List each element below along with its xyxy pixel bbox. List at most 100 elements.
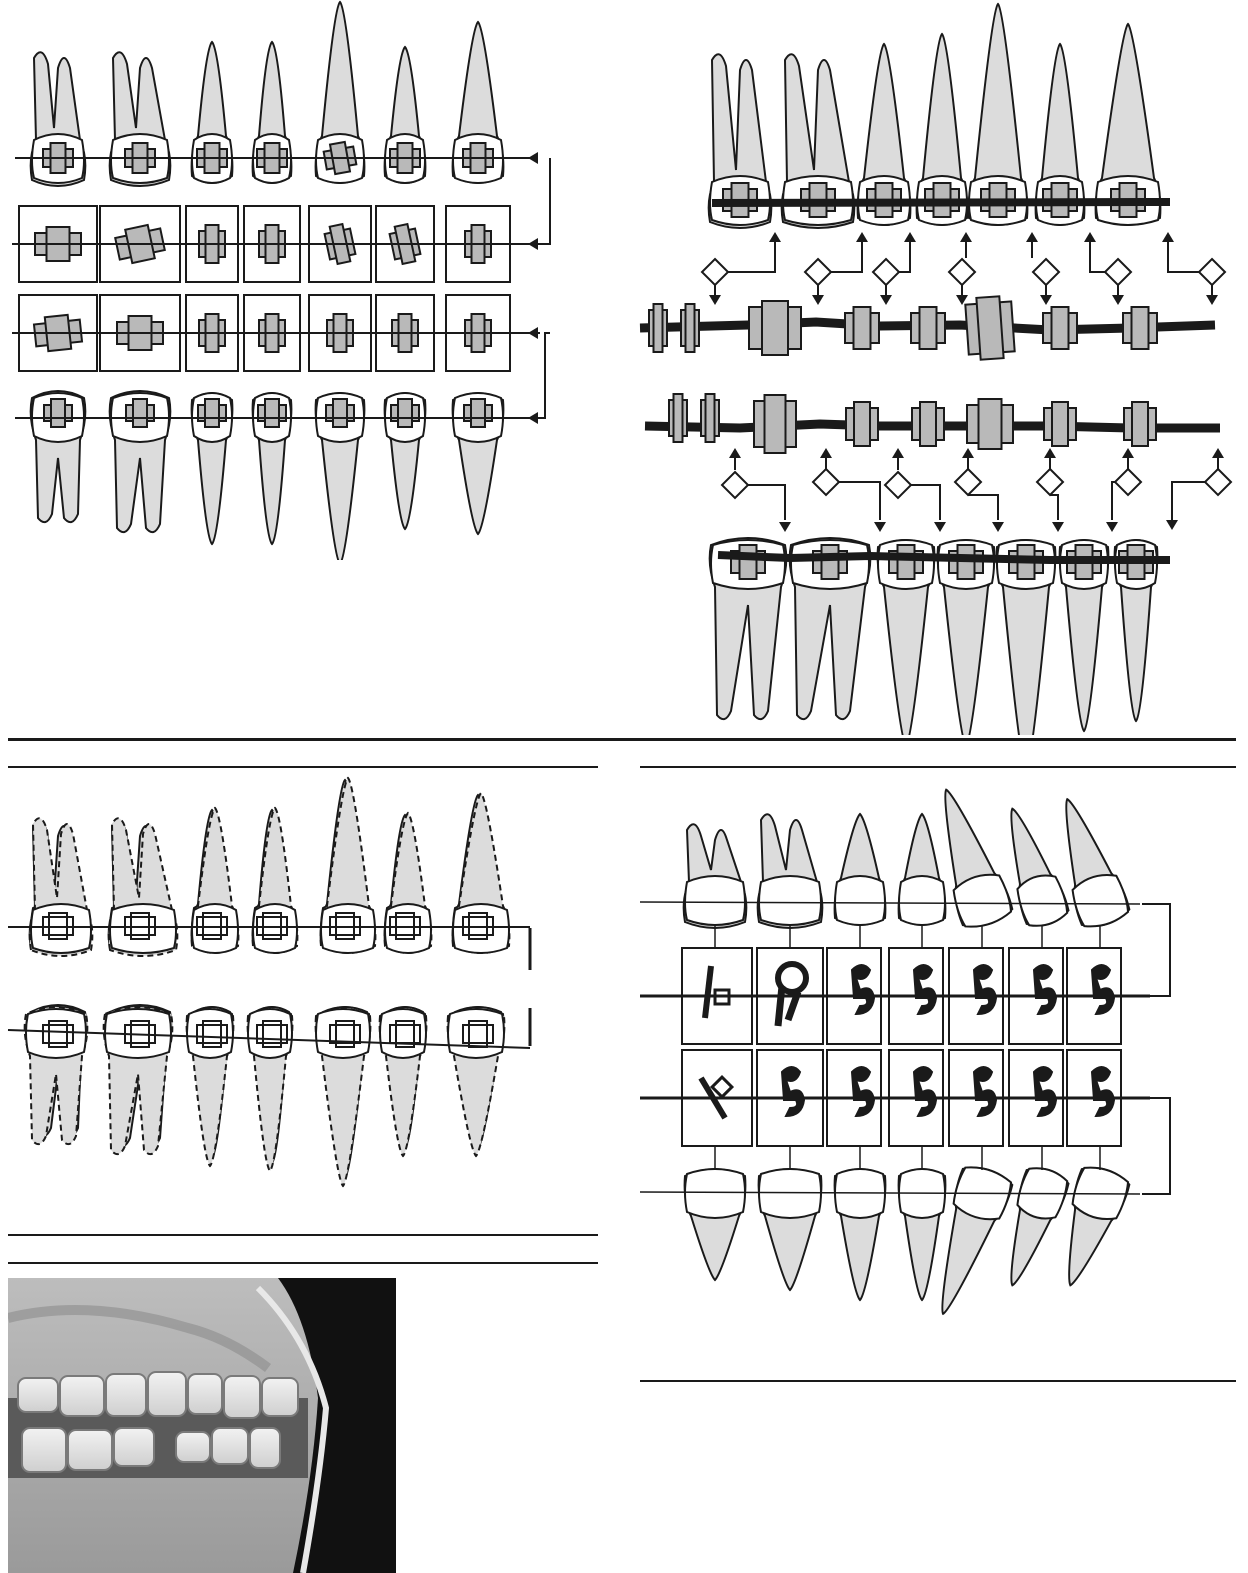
bracket bbox=[846, 402, 878, 446]
bracket bbox=[749, 301, 801, 355]
connector bbox=[530, 333, 550, 418]
bracket-wing bbox=[265, 399, 279, 427]
height-gauge-diamond bbox=[1105, 259, 1131, 285]
arrow-head bbox=[1212, 448, 1224, 458]
bracket-outline bbox=[390, 1025, 420, 1043]
connector bbox=[1142, 1098, 1170, 1194]
connector bbox=[1050, 495, 1058, 520]
bracket-wing bbox=[686, 304, 695, 352]
arrow-head bbox=[528, 412, 538, 424]
arrow-head bbox=[1044, 448, 1056, 458]
bracket bbox=[669, 394, 687, 442]
bracket-wing bbox=[706, 394, 715, 442]
tooth-crown bbox=[759, 1169, 821, 1218]
panel-d-bracket-types bbox=[630, 770, 1248, 1370]
upper-tooth-group bbox=[758, 814, 823, 928]
divider-left-upper bbox=[8, 766, 598, 768]
bracket-box-row bbox=[12, 295, 540, 371]
bracket-wing bbox=[898, 545, 915, 579]
bracket-wing bbox=[854, 402, 870, 446]
arrow-head bbox=[934, 522, 946, 532]
bracket bbox=[701, 394, 719, 442]
arrow-head bbox=[528, 152, 538, 164]
bracket-wing bbox=[854, 307, 871, 349]
height-gauge-diamond bbox=[1199, 259, 1225, 285]
divider-right-lower bbox=[640, 1380, 1236, 1382]
bracket bbox=[889, 545, 923, 579]
arrow-head bbox=[962, 448, 974, 458]
bracket bbox=[845, 307, 879, 349]
bracket-wing bbox=[979, 399, 1002, 449]
bracket bbox=[965, 295, 1015, 360]
bracket-wing bbox=[740, 545, 757, 579]
arrow-head bbox=[992, 522, 1004, 532]
divider-full-width bbox=[8, 738, 1236, 741]
lower-tooth-group bbox=[899, 1169, 946, 1300]
bracket-wing bbox=[398, 399, 412, 427]
connector bbox=[1112, 482, 1115, 520]
arrow-head bbox=[1122, 448, 1134, 458]
photo-upper-tooth bbox=[60, 1376, 104, 1416]
bracket bbox=[681, 304, 699, 352]
upper-tooth-group bbox=[899, 814, 946, 925]
panel-a-bracket-placement bbox=[0, 0, 600, 720]
bracket bbox=[1044, 402, 1076, 446]
arrow-head bbox=[769, 232, 781, 242]
lower-tooth-group bbox=[835, 1169, 886, 1300]
bracket-wing bbox=[920, 402, 936, 446]
height-gauge-diamond bbox=[813, 469, 839, 495]
bracket-wing bbox=[822, 545, 839, 579]
lower-tooth-group bbox=[685, 1169, 746, 1280]
bracket-outline bbox=[43, 1025, 73, 1043]
height-gauge-diamond bbox=[1205, 469, 1231, 495]
divider-left-lower-1 bbox=[8, 1234, 598, 1236]
height-gauge-diamond bbox=[722, 472, 748, 498]
photo-lower-tooth bbox=[176, 1432, 210, 1462]
photo-lower-tooth bbox=[212, 1428, 248, 1464]
photo-upper-tooth bbox=[224, 1376, 260, 1418]
archwire-upper bbox=[712, 202, 1170, 203]
panel-c-diagram bbox=[0, 770, 600, 1230]
divider-right-upper bbox=[640, 766, 1236, 768]
height-gauge-diamond bbox=[949, 259, 975, 285]
bracket-box-row bbox=[12, 206, 540, 282]
photo-upper-tooth bbox=[18, 1378, 58, 1412]
panel-b-diagram bbox=[630, 0, 1240, 735]
bracket-wing bbox=[765, 395, 786, 453]
bracket-outline bbox=[197, 1025, 227, 1043]
photo-upper-tooth bbox=[188, 1374, 222, 1414]
upper-tooth-group bbox=[684, 824, 747, 928]
bracket bbox=[967, 399, 1013, 449]
divider-left-lower-2 bbox=[8, 1262, 598, 1264]
bracket-wing bbox=[1132, 402, 1148, 446]
bracket bbox=[731, 545, 765, 579]
height-gauge-diamond bbox=[702, 259, 728, 285]
bracket bbox=[1124, 402, 1156, 446]
arrow-head bbox=[1052, 522, 1064, 532]
photo-lower-tooth bbox=[114, 1428, 154, 1466]
bracket bbox=[754, 395, 796, 453]
bracket-wing bbox=[51, 399, 65, 427]
connector bbox=[728, 236, 775, 272]
height-gauge-diamond bbox=[873, 259, 899, 285]
tooth-crown bbox=[685, 876, 745, 925]
photo-lower-tooth bbox=[68, 1430, 112, 1470]
panel-d-diagram bbox=[630, 770, 1240, 1370]
bracket-wing bbox=[1052, 402, 1068, 446]
photo-lower-tooth bbox=[250, 1428, 280, 1468]
bracket-type-row bbox=[640, 948, 1150, 1044]
connector bbox=[911, 485, 940, 520]
bracket-wing bbox=[1052, 307, 1069, 349]
panel-a-diagram bbox=[0, 0, 600, 560]
tooth-crown bbox=[685, 1169, 745, 1218]
photo-upper-tooth bbox=[262, 1378, 298, 1416]
arrow-head bbox=[1166, 520, 1178, 530]
arrow-head bbox=[1084, 232, 1096, 242]
arrow-head bbox=[528, 238, 538, 250]
height-gauge-diamond bbox=[1033, 259, 1059, 285]
panel-b-archwire-alignment bbox=[630, 0, 1248, 735]
photo-upper-tooth bbox=[148, 1372, 186, 1416]
tooth-crown bbox=[835, 876, 885, 925]
bracket-outline bbox=[463, 1025, 493, 1043]
height-gauge-diamond bbox=[1115, 469, 1141, 495]
